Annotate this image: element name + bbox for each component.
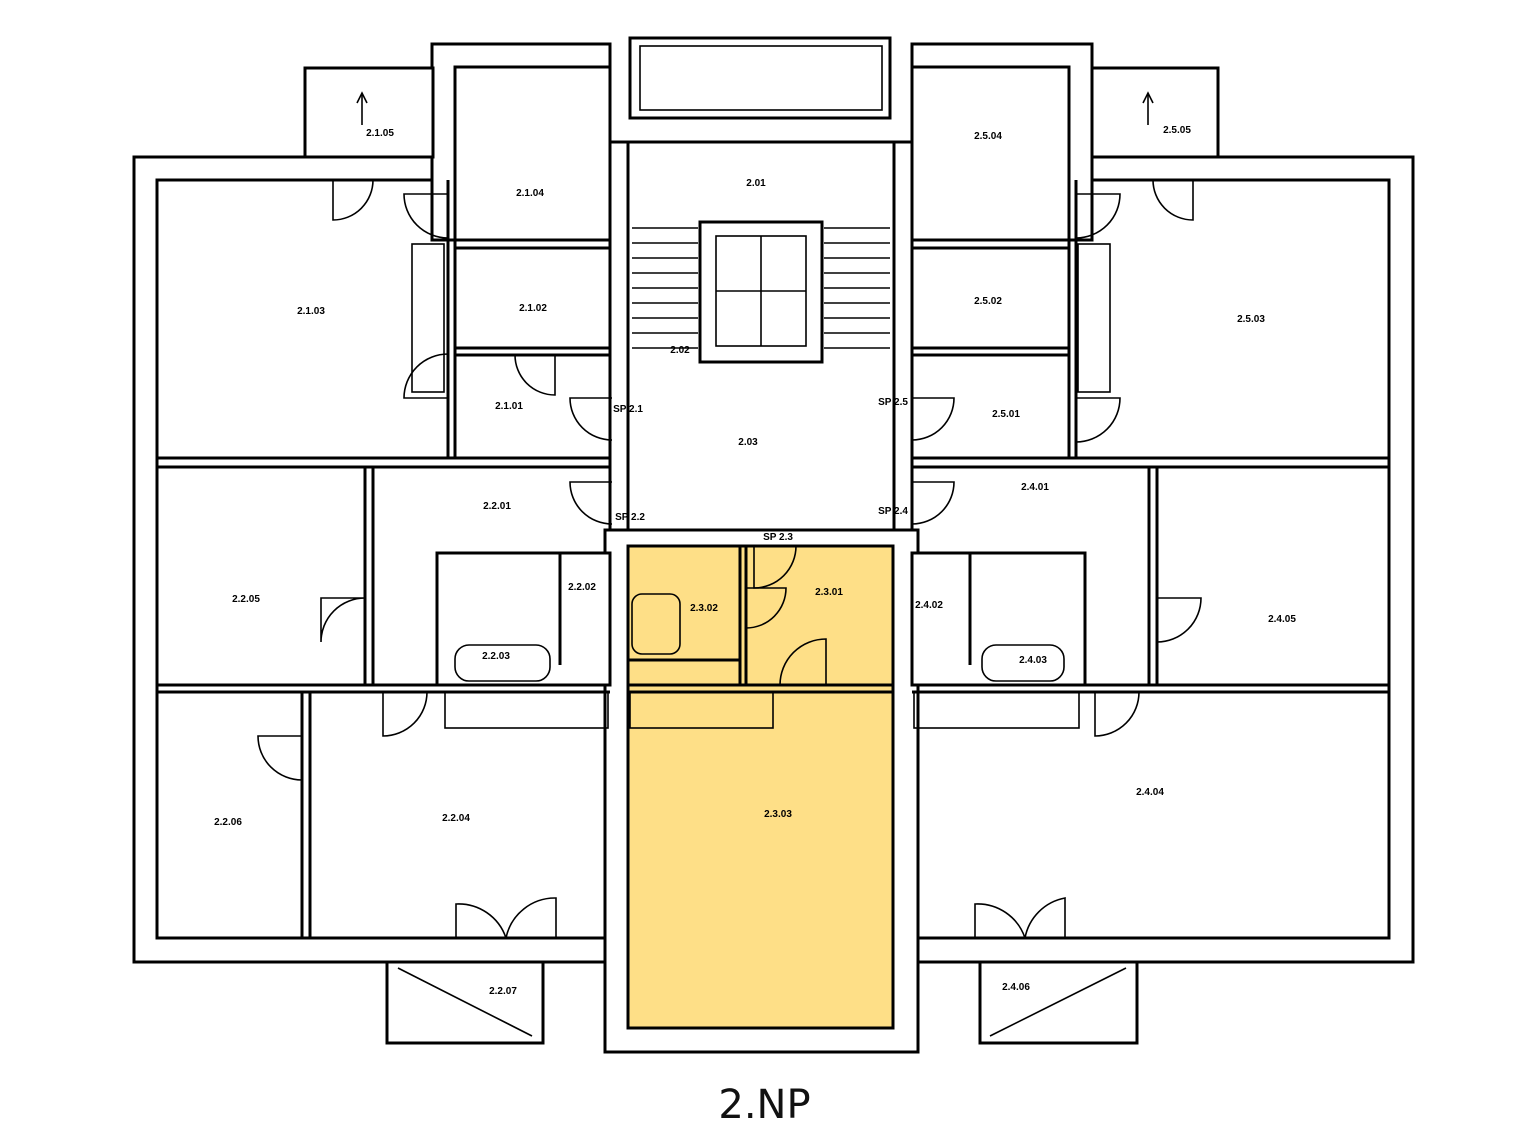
room-label-2205: 2.2.05 [232,594,260,605]
room-label-2103: 2.1.03 [297,306,325,317]
room-label-2203: 2.2.03 [482,651,510,662]
room-label-2204: 2.2.04 [442,813,470,824]
floor-title: 2.NP [718,1082,811,1128]
room-labels: 2.1.05 2.1.04 2.1.03 2.1.02 2.1.01 2.01 … [214,125,1296,997]
room-label-2406: 2.4.06 [1002,982,1030,993]
room-label-2207: 2.2.07 [489,986,517,997]
balcony-2105 [303,66,435,159]
door-label-sp25: SP 2.5 [878,397,908,408]
door-label-sp21: SP 2.1 [613,404,643,415]
room-label-2202: 2.2.02 [568,582,596,593]
room-label-2302: 2.3.02 [690,603,718,614]
room-label-2505: 2.5.05 [1163,125,1191,136]
room-label-2201: 2.2.01 [483,501,511,512]
room-label-2403: 2.4.03 [1019,655,1047,666]
unit-23-highlight [626,544,895,1030]
room-label-203: 2.03 [738,437,758,448]
room-label-2301: 2.3.01 [815,587,843,598]
room-label-2102: 2.1.02 [519,303,547,314]
room-label-201: 2.01 [746,178,766,189]
room-label-2105: 2.1.05 [366,128,394,139]
room-2104 [453,65,612,242]
staircase [632,227,890,349]
balcony-2505 [1090,66,1220,159]
room-2504 [910,65,1071,242]
room-label-2101: 2.1.01 [495,401,523,412]
room-label-2503: 2.5.03 [1237,314,1265,325]
room-label-2206: 2.2.06 [214,817,242,828]
room-label-2402: 2.4.02 [915,600,943,611]
building-walls [132,36,1415,1054]
room-label-202: 2.02 [670,345,690,356]
door-label-sp22: SP 2.2 [615,512,645,523]
doors [257,179,1202,939]
room-label-2504: 2.5.04 [974,131,1002,142]
room-label-2104: 2.1.04 [516,188,544,199]
top-balcony [628,36,892,120]
room-label-2404: 2.4.04 [1136,787,1164,798]
room-label-2405: 2.4.05 [1268,614,1296,625]
room-label-2401: 2.4.01 [1021,482,1049,493]
room-label-2501: 2.5.01 [992,409,1020,420]
room-label-2502: 2.5.02 [974,296,1002,307]
room-label-2303: 2.3.03 [764,809,792,820]
interior-walls [157,180,1389,938]
door-label-sp24: SP 2.4 [878,506,908,517]
door-label-sp23: SP 2.3 [763,532,793,543]
